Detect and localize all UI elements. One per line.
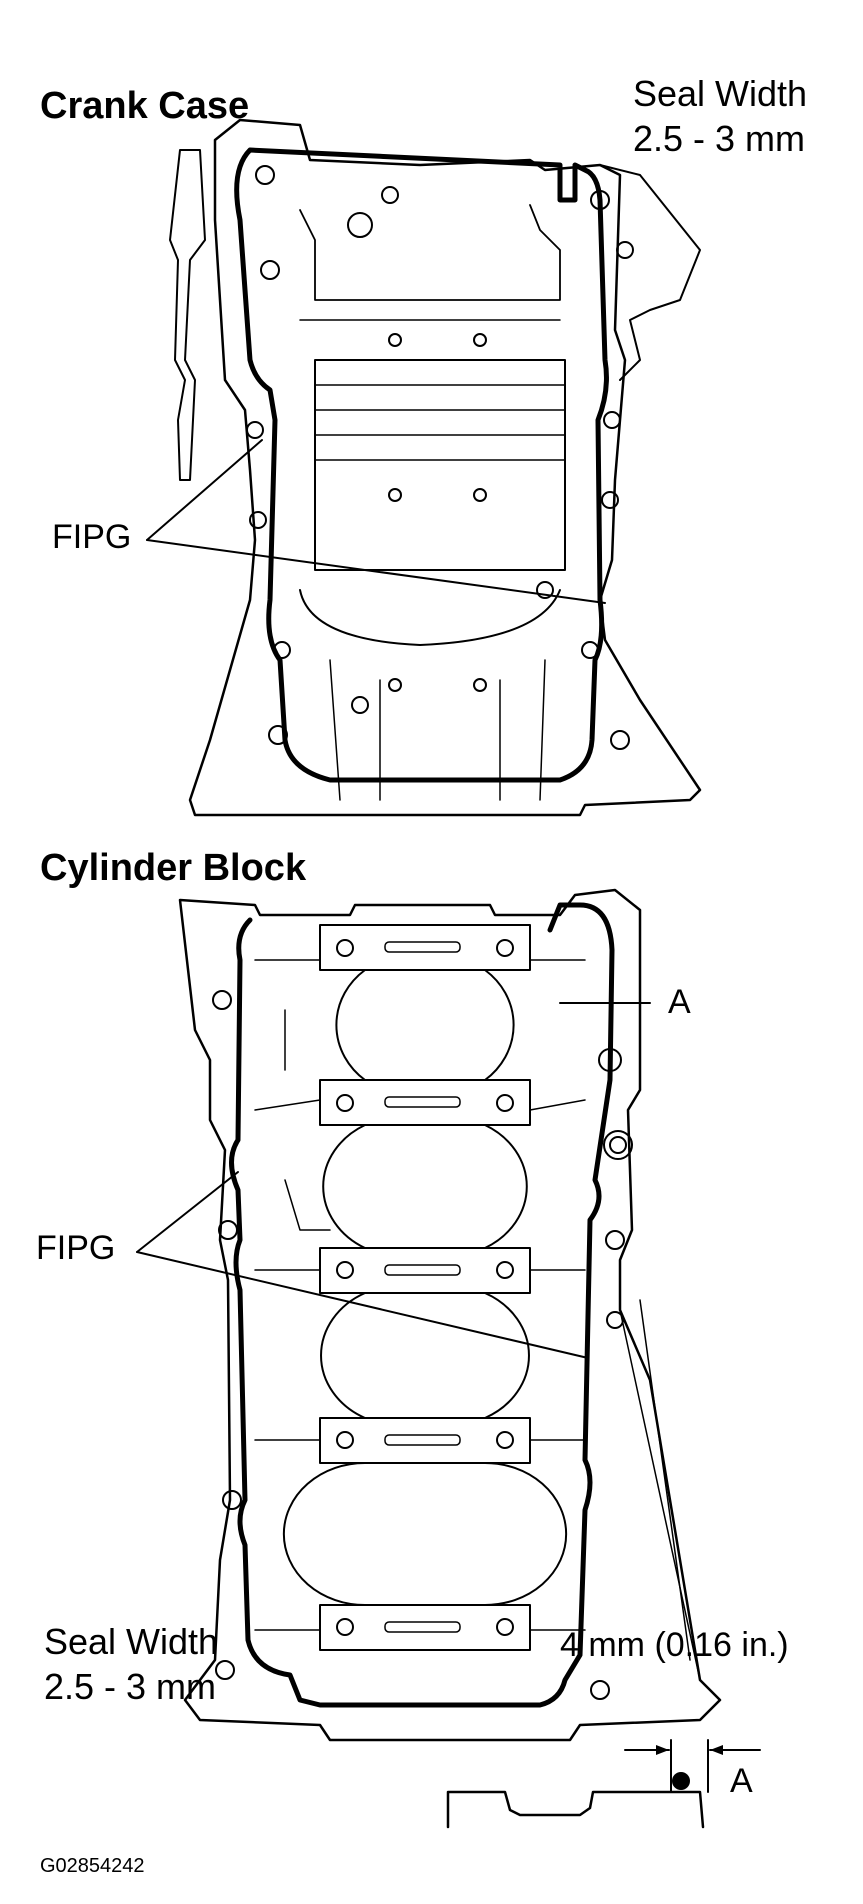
crank-case-outer-housing	[188, 118, 702, 817]
seal-detail-seal-width-label: Seal Width	[44, 1621, 219, 1662]
crank-case-seal-groove	[234, 147, 609, 783]
crank-case-left-bracket	[169, 149, 206, 481]
crank-case-seal-width-label: Seal Width	[633, 73, 808, 114]
cylinder-block-fipg-label: FIPG	[36, 1229, 116, 1267]
crank-case-fipg-label: FIPG	[52, 518, 132, 556]
flange-profile	[446, 1790, 705, 1829]
cylinder-block-callout-a: A	[668, 983, 691, 1021]
crank-case-inner-cavity	[314, 359, 566, 571]
seal-detail-offset-label: 4 mm (0.16 in.)	[560, 1626, 789, 1664]
crank-case-drawing	[169, 118, 702, 817]
crank-case-seal-width-value: 2.5 - 3 mm	[633, 118, 806, 159]
crank-case-fipg-leaders	[146, 439, 606, 604]
cylinder-block-fipg-leaders	[136, 1171, 589, 1359]
figure-code: G02854242	[40, 1855, 145, 1877]
crank-case-title: Crank Case	[40, 85, 250, 127]
seal-detail-callout-a: A	[730, 1762, 753, 1800]
crank-case-right-flange	[599, 164, 701, 381]
seal-bead	[672, 1772, 690, 1790]
cylinder-block-drawing	[178, 888, 722, 1742]
cylinder-block-seal-groove	[229, 902, 615, 1708]
seal-detail-seal-width-value: 2.5 - 3 mm	[44, 1666, 217, 1707]
cylinder-block-outer-housing	[178, 888, 722, 1742]
seal-detail-drawing	[446, 1739, 761, 1829]
cylinder-block-title: Cylinder Block	[40, 847, 307, 889]
